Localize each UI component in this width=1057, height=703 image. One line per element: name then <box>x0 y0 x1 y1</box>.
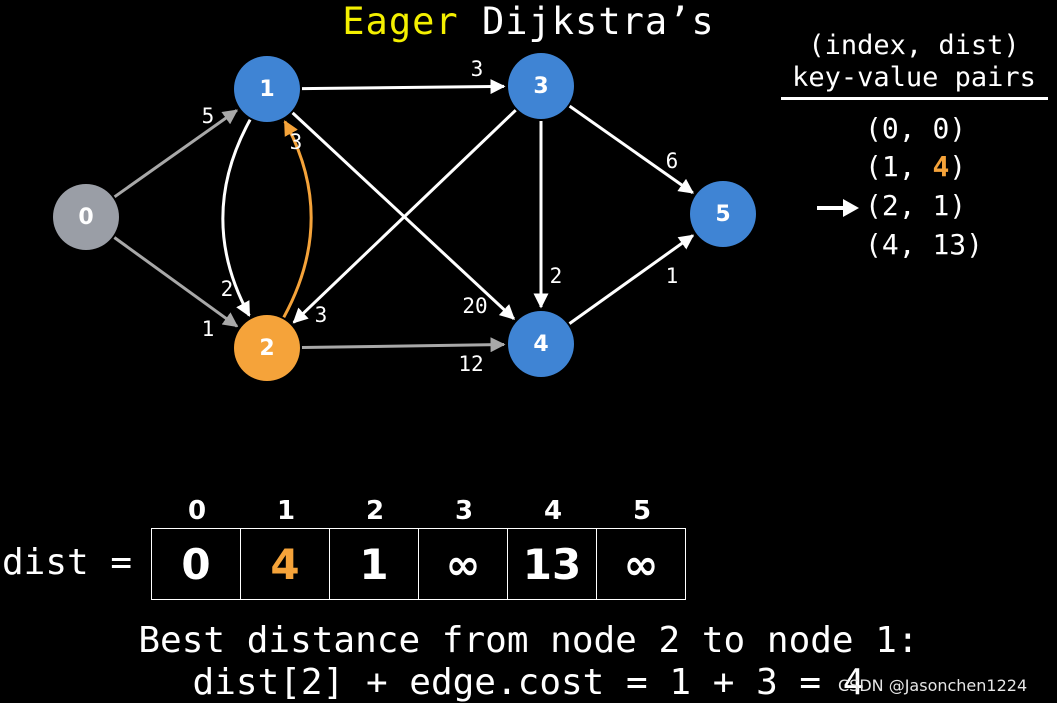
watermark: CSDN @Jasonchen1224 <box>838 676 1028 695</box>
edge-weight-3-5: 6 <box>666 149 679 173</box>
dist-cell-0: 0 <box>151 528 241 600</box>
pq-entry-key: 0 <box>881 112 899 145</box>
pq-entry-key: 4 <box>881 228 899 261</box>
kv-header-line1: (index, dist) <box>808 30 1020 61</box>
edge-weight-2-1: 3 <box>290 130 303 154</box>
edge-3-2 <box>292 109 517 324</box>
edge-1-3 <box>301 79 506 95</box>
pq-entry: (1, 4) <box>865 150 966 183</box>
edge-weight-1-2: 2 <box>221 277 234 301</box>
dist-index-2: 2 <box>365 496 385 526</box>
dist-index-1: 1 <box>276 496 296 526</box>
pq-entry-sep: , <box>898 150 933 183</box>
pq-entry-value: 4 <box>932 150 950 183</box>
caption-line1: Best distance from node 2 to node 1: <box>138 620 919 661</box>
node-1: 1 <box>234 56 300 122</box>
pq-entry-close: ) <box>949 150 967 183</box>
pq-entry-open: ( <box>865 150 882 183</box>
node-label-0: 0 <box>78 205 93 230</box>
node-label-1: 1 <box>259 77 274 102</box>
edge-0-2 <box>113 236 239 328</box>
caption-line2: dist[2] + edge.cost = 1 + 3 = 4 <box>192 662 865 703</box>
pq-entry-open: ( <box>865 228 882 261</box>
dist-index-3: 3 <box>454 496 474 526</box>
pq-entry-key: 2 <box>881 189 899 222</box>
edge-0-1 <box>113 109 239 199</box>
edge-weight-2-4: 12 <box>458 352 483 376</box>
title-rest: Dijkstra’s <box>481 0 715 43</box>
edge-3-5 <box>568 104 694 194</box>
node-label-2: 2 <box>259 336 274 361</box>
pq-entry: (0, 0) <box>865 112 966 145</box>
edge-weight-1-3: 3 <box>471 57 484 81</box>
slide-title: Eager Dijkstra’s <box>0 0 1057 43</box>
pq-entry-open: ( <box>865 112 882 145</box>
dist-index-4: 4 <box>543 496 563 526</box>
edge-weight-3-4: 2 <box>550 264 563 288</box>
edge-2-4 <box>301 337 506 353</box>
node-label-3: 3 <box>533 74 548 99</box>
pq-entry-value: 13 <box>932 228 967 261</box>
dist-label: dist = <box>2 542 133 583</box>
pq-entry: (2, 1) <box>865 189 966 222</box>
title-keyword: Eager <box>342 0 459 43</box>
node-4: 4 <box>508 311 574 377</box>
kv-header: (index, dist) key-value pairs <box>780 30 1048 94</box>
node-2: 2 <box>234 315 300 381</box>
edge-weight-0-1: 5 <box>202 104 215 128</box>
dist-cell-1: 4 <box>240 528 330 600</box>
node-label-5: 5 <box>715 202 730 227</box>
kv-header-underline <box>781 97 1048 100</box>
graph-edges <box>113 79 695 353</box>
node-3: 3 <box>508 53 574 119</box>
edge-weight-0-2: 1 <box>202 317 215 341</box>
pq-entry-close: ) <box>966 228 984 261</box>
pq-entry-open: ( <box>865 189 882 222</box>
pq-entry-value: 1 <box>932 189 950 222</box>
pointer-arrow-icon <box>817 199 859 217</box>
pq-entry: (4, 13) <box>865 228 983 261</box>
pq-entry-close: ) <box>949 189 967 222</box>
dist-index-0: 0 <box>187 496 207 526</box>
pq-entry-sep: , <box>898 112 933 145</box>
node-0: 0 <box>53 184 119 250</box>
node-label-4: 4 <box>533 332 548 357</box>
pq-entry-close: ) <box>949 112 967 145</box>
dist-cell-4: 13 <box>507 528 597 600</box>
edge-weight-4-5: 1 <box>666 264 679 288</box>
edge-2-1 <box>282 120 313 319</box>
edge-weight-1-4: 20 <box>462 294 487 318</box>
kv-header-line2: key-value pairs <box>792 62 1036 93</box>
node-5: 5 <box>690 181 756 247</box>
pq-entry-sep: , <box>898 189 933 222</box>
dist-cell-2: 1 <box>329 528 419 600</box>
edge-4-5 <box>568 234 695 325</box>
pq-entry-key: 1 <box>881 150 899 183</box>
dist-cell-5: ∞ <box>596 528 686 600</box>
pq-entry-sep: , <box>898 228 933 261</box>
dist-index-5: 5 <box>632 496 652 526</box>
edge-weight-3-2: 3 <box>315 303 328 327</box>
pq-entry-value: 0 <box>932 112 950 145</box>
dist-cell-3: ∞ <box>418 528 508 600</box>
edge-1-2 <box>221 118 252 317</box>
